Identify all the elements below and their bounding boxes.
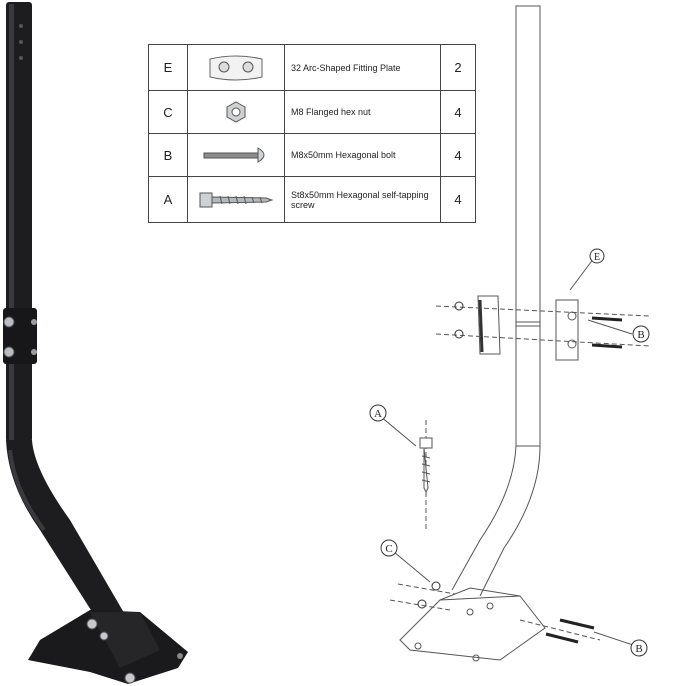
parts-table: E 32 Arc-Shaped Fitting Plate 2 C M8 Fla… [148,44,476,223]
svg-text:B: B [637,329,644,341]
callout-b-upper: B [632,325,650,343]
part-letter: E [148,44,188,91]
table-row: A St8x50mm Hexagonal self-tapping screw … [148,176,476,223]
table-row: C M8 Flanged hex nut 4 [148,90,476,134]
callout-a: A [369,404,387,422]
svg-text:E: E [594,252,600,263]
callout-b-lower: B [630,639,648,657]
part-letter: C [148,90,188,134]
part-description: M8 Flanged hex nut [284,90,441,134]
hex-nut-icon [187,90,285,134]
assembly-diagram [379,5,651,662]
arc-plate-icon [187,44,285,91]
table-row: E 32 Arc-Shaped Fitting Plate 2 [148,44,476,91]
table-row: B M8x50mm Hexagonal bolt 4 [148,133,476,177]
part-description: M8x50mm Hexagonal bolt [284,133,441,177]
callout-c: C [380,539,398,557]
part-letter: A [148,176,188,223]
svg-text:C: C [385,543,392,555]
part-quantity: 4 [440,90,476,134]
part-letter: B [148,133,188,177]
part-quantity: 2 [440,44,476,91]
svg-text:A: A [374,408,382,420]
part-description: St8x50mm Hexagonal self-tapping screw [284,176,441,223]
callout-e: E [589,248,605,264]
hex-bolt-icon [187,133,285,177]
part-quantity: 4 [440,133,476,177]
part-description: 32 Arc-Shaped Fitting Plate [284,44,441,91]
svg-text:B: B [635,643,642,655]
black-mount-photo [3,2,188,684]
tapping-screw-icon [187,176,285,223]
part-quantity: 4 [440,176,476,223]
